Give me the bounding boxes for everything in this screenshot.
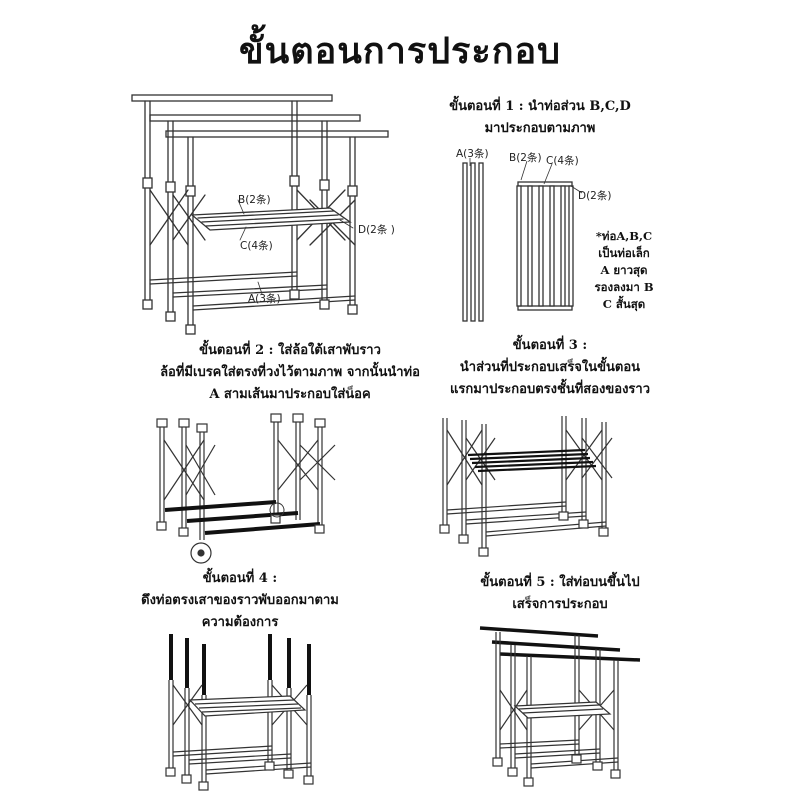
tubes-a — [462, 162, 484, 322]
step5-wheels — [492, 754, 621, 787]
step4-caption: ขั้นตอนที่ 4 : ดึงท่อตรงเสาของราวพับออกม… — [100, 568, 380, 634]
step1-label-d: D(2条) — [578, 190, 612, 202]
step1-line1: ขั้นตอนที่ 1 : นำท่อส่วน B,C,D — [449, 99, 631, 114]
step5-line2: เสร็จการประกอบ — [512, 597, 608, 612]
step5-shelf — [513, 701, 612, 719]
step2-line2: ล้อที่มีเบรคใส่ตรงที่วงไว้ตามภาพ จากนั้น… — [160, 365, 420, 380]
post-joints — [142, 175, 358, 197]
overview-label-c: C(4条) — [240, 240, 273, 252]
overview-label-a: A(3条) — [248, 293, 281, 305]
lower-bars — [149, 271, 356, 311]
step1-leaders — [469, 158, 583, 194]
step1-line2: มาประกอบตามภาพ — [484, 121, 596, 136]
step1-note-line2: เป็นท่อเล็ก — [598, 246, 650, 260]
step5-caption: ขั้นตอนที่ 5 : ใส่ท่อบนขึ้นไป เสร็จการปร… — [440, 572, 680, 616]
step1-note-line4: รองลงมา B — [594, 280, 654, 294]
wheels — [142, 289, 358, 335]
step3-line3: แรกมาประกอบตรงชั้นที่สองของราว — [449, 382, 650, 397]
step2-left-frame — [156, 418, 216, 540]
step3-shelf — [467, 448, 597, 473]
step5-line1: ขั้นตอนที่ 5 : ใส่ท่อบนขึ้นไป — [480, 575, 640, 590]
step4-line3: ความต้องการ — [201, 615, 279, 630]
overview-label-d: D(2条 ) — [358, 224, 395, 236]
step1-label-c: C(4条) — [546, 155, 579, 167]
step2-line3: A สามเส้นมาประกอบใส่น็อค — [209, 387, 371, 402]
step2-right-frame — [270, 413, 336, 525]
brake-wheel-markers — [190, 502, 285, 564]
step4-line2: ดึงท่อตรงเสาของราวพับออกมาตาม — [141, 593, 339, 608]
step1-label-b: B(2条) — [509, 152, 542, 164]
middle-shelf — [190, 207, 352, 231]
step1-caption: ขั้นตอนที่ 1 : นำท่อส่วน B,C,D มาประกอบต… — [420, 96, 660, 140]
step2-caption: ขั้นตอนที่ 2 : ใส่ล้อใต้เสาพับราว ล้อที่… — [140, 340, 440, 406]
step3-caption: ขั้นตอนที่ 3 : นำส่วนที่ประกอบเสร็จในขั้… — [430, 335, 670, 401]
step1-note-line5: C สั้นสุด — [602, 297, 646, 311]
step4-shelf — [188, 695, 307, 717]
step1-note: *ท่อA,B,C เป็นท่อเล็ก A ยาวสุด รองลงมา B… — [588, 228, 660, 313]
step4-line1: ขั้นตอนที่ 4 : — [202, 571, 278, 586]
overview-label-b: B(2条) — [238, 194, 271, 206]
step3-braces — [446, 429, 613, 486]
step3-line1: ขั้นตอนที่ 3 : — [512, 338, 588, 353]
step3-posts — [442, 416, 607, 548]
shelf-frame-bcd — [516, 181, 574, 311]
step4-extended-tubes — [169, 634, 311, 695]
step1-note-line3: A ยาวสุด — [600, 263, 648, 277]
step1-label-a: A(3条) — [456, 148, 489, 160]
step3-wheels — [439, 511, 609, 557]
step4-wheels — [165, 761, 314, 791]
label-leaders — [237, 199, 354, 295]
step1-note-line1: *ท่อA,B,C — [595, 229, 653, 243]
page-title: ขั้นตอนการประกอบ — [239, 30, 561, 72]
step4-lower-bars — [172, 745, 312, 775]
step2-a-tubes — [164, 500, 321, 535]
step3-line2: นำส่วนที่ประกอบเสร็จในขั้นตอน — [459, 360, 641, 375]
step2-line1: ขั้นตอนที่ 2 : ใส่ล้อใต้เสาพับราว — [199, 343, 381, 358]
step5-top-bars — [479, 626, 641, 662]
step2-wheels — [156, 514, 325, 537]
